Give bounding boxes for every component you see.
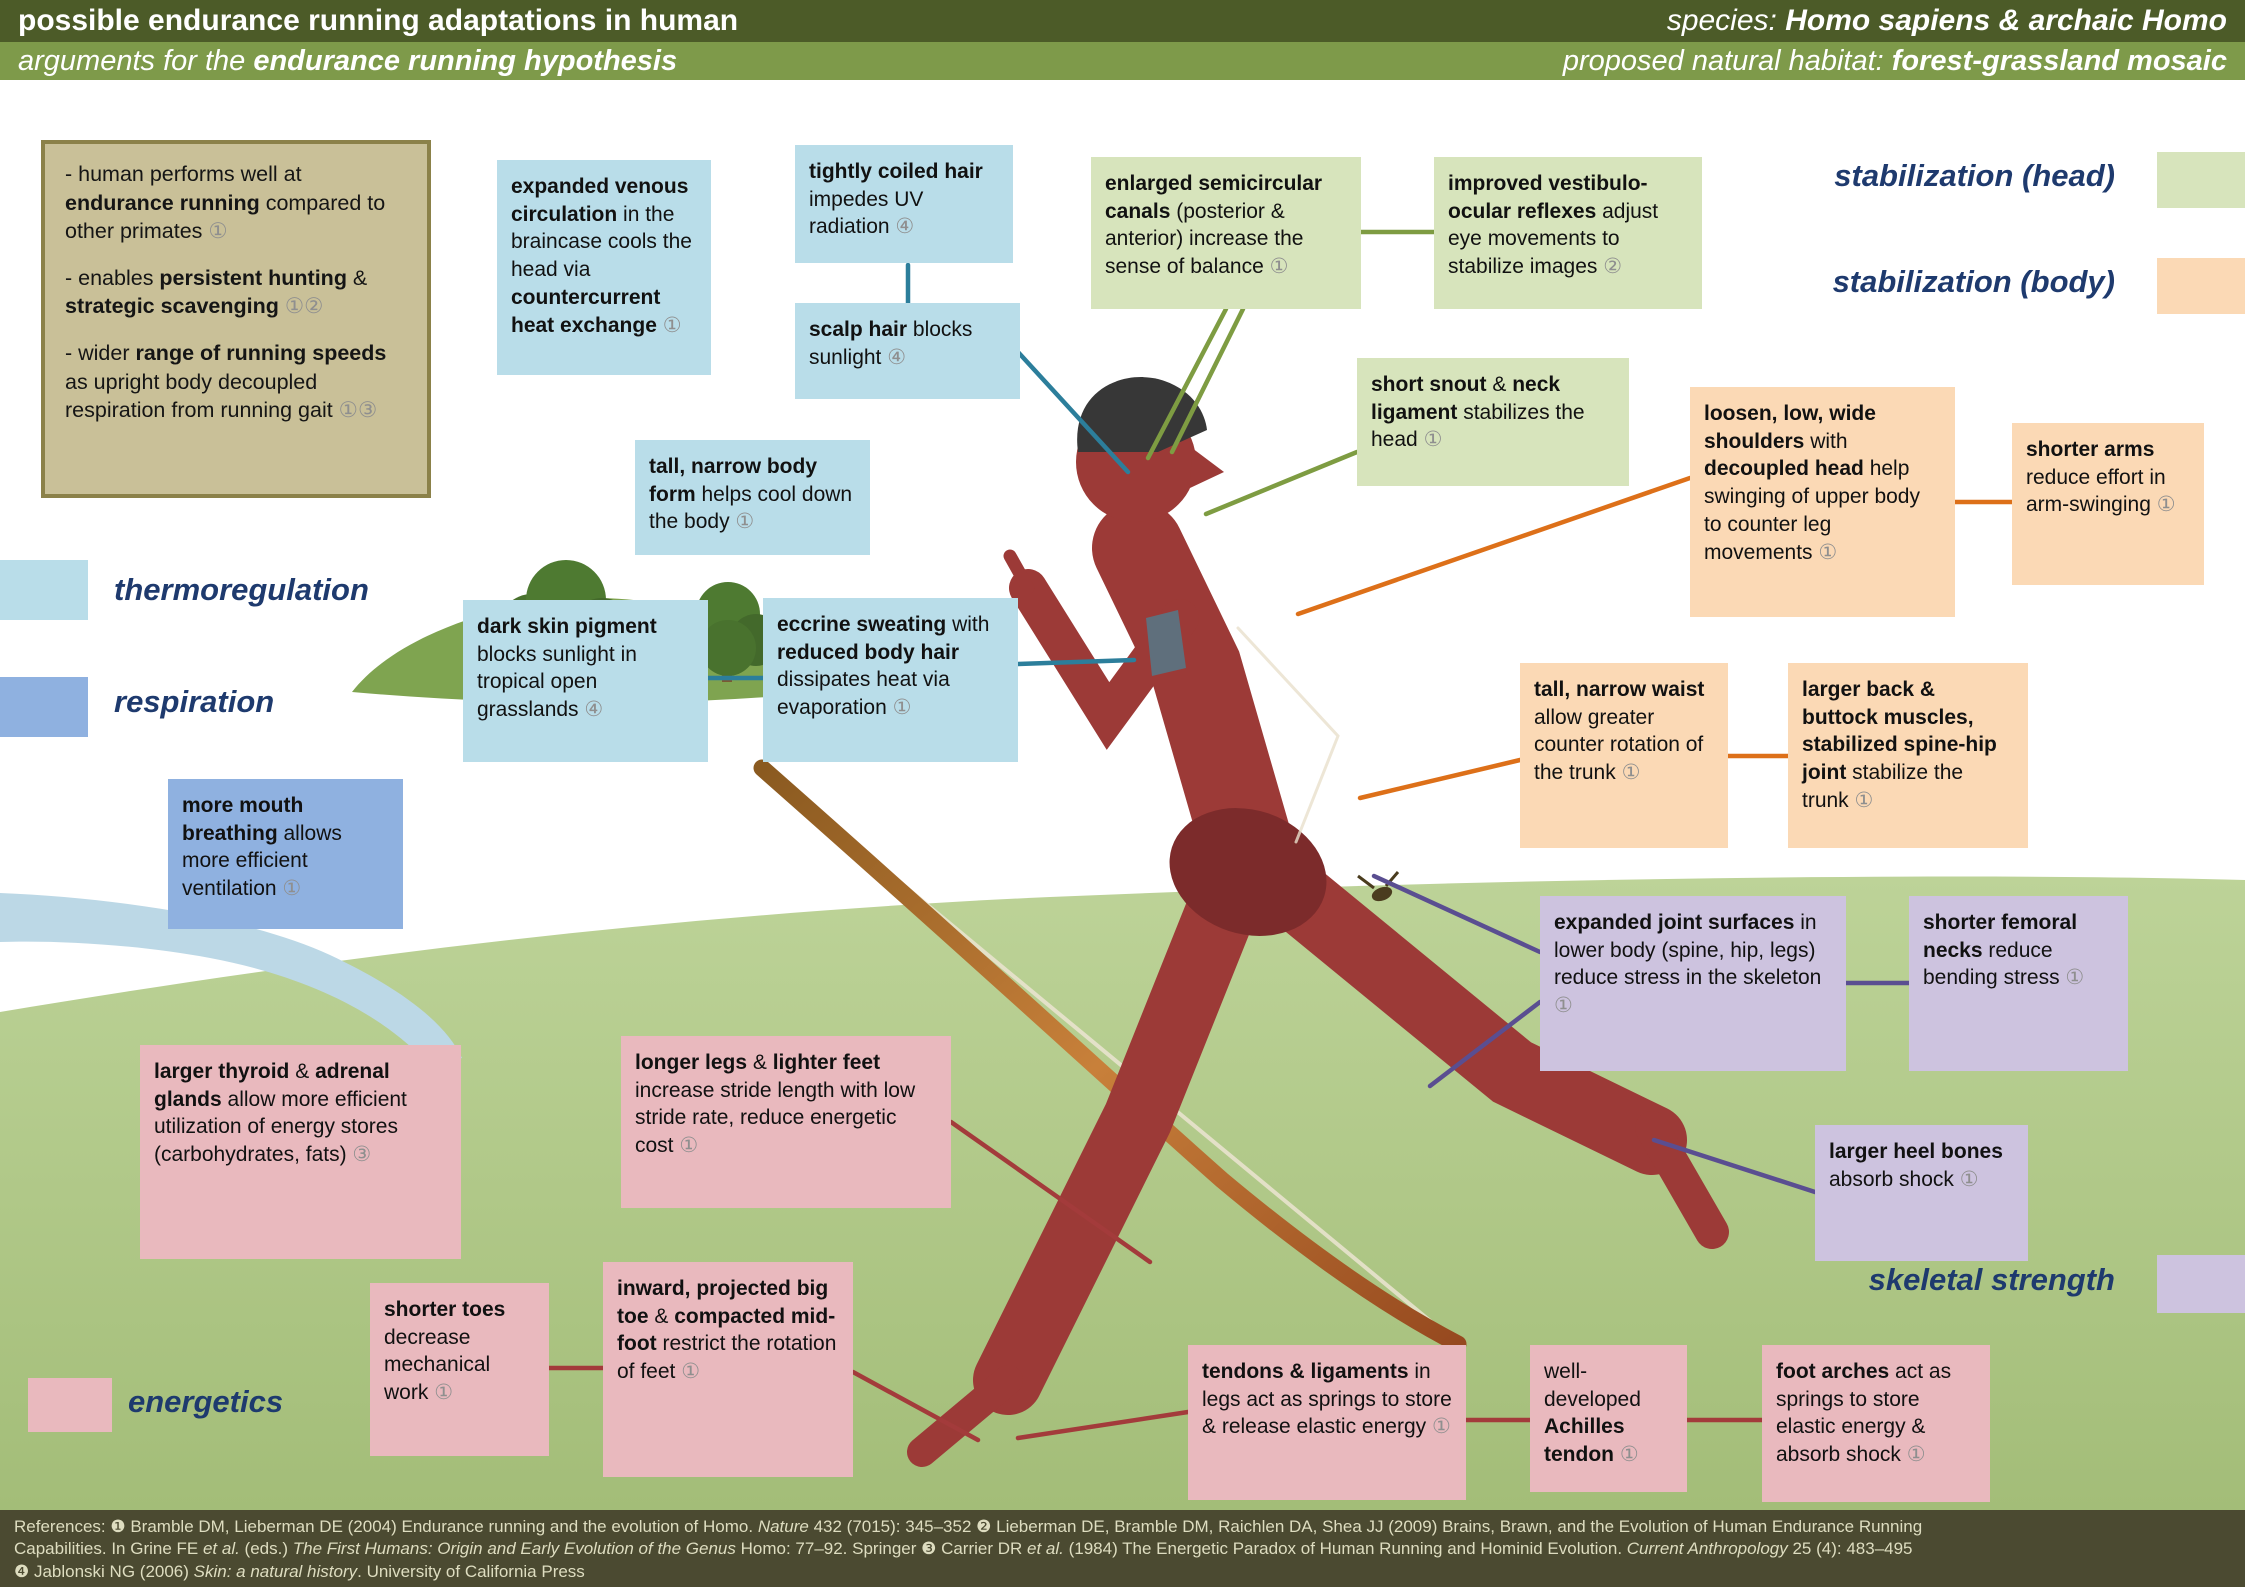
note-thyroid-adrenal-glands: larger thyroid & adrenal glands allow mo…: [140, 1045, 461, 1259]
note-tall-narrow-waist: tall, narrow waist allow greater counter…: [1520, 663, 1728, 848]
energetics-connectors: [546, 1119, 1765, 1443]
note-big-toe-midfoot: inward, projected big toe & compacted mi…: [603, 1262, 853, 1477]
note-larger-heel-bones: larger heel bones absorb shock ①: [1815, 1125, 2028, 1261]
page-title: possible endurance running adaptations i…: [18, 4, 739, 37]
stabilization-body-connectors: [1295, 475, 2015, 801]
thermoregulation-label: thermoregulation: [114, 572, 369, 607]
energetics-color-chip: [28, 1378, 112, 1432]
intro-item: - wider range of running speeds as uprig…: [65, 340, 387, 423]
note-tall-narrow-body-form: tall, narrow body form helps cool down t…: [635, 440, 870, 555]
skeletal-strength-label: skeletal strength: [1868, 1262, 2115, 1297]
stabilization-body-color-chip: [2157, 258, 2245, 314]
note-expanded-joint-surfaces: expanded joint surfaces in lower body (s…: [1540, 896, 1846, 1071]
note-dark-skin-pigment: dark skin pigment blocks sunlight in tro…: [463, 600, 708, 762]
connector-lines: [546, 229, 2015, 1443]
note-foot-arches: foot arches act as springs to store elas…: [1762, 1345, 1990, 1502]
note-short-snout-neck-ligament: short snout & neck ligament stabilizes t…: [1357, 358, 1629, 486]
respiration-color-chip: [0, 677, 88, 737]
runner-figure: [907, 377, 1729, 1467]
note-achilles-tendon: well-developed Achilles tendon ①: [1530, 1345, 1687, 1492]
intro-item: - enables persistent hunting & strategic…: [65, 265, 368, 319]
note-tendons-ligaments: tendons & ligaments in legs act as sprin…: [1188, 1345, 1466, 1500]
note-tightly-coiled-hair: tightly coiled hair impedes UV radiation…: [795, 145, 1013, 263]
skeletal-strength-color-chip: [2157, 1255, 2245, 1313]
thermoregulation-connectors: [705, 262, 1137, 681]
habitat-label: proposed natural habitat: forest-grassla…: [1562, 44, 2227, 77]
stabilization-head-color-chip: [2157, 152, 2245, 208]
references-footer: References: ❶ Bramble DM, Lieberman DE (…: [0, 1510, 2245, 1587]
header-subtitle-bar: arguments for the endurance running hypo…: [0, 42, 2245, 80]
bow: [753, 759, 1467, 1353]
note-wide-shoulders: loosen, low, wide shoulders with decoupl…: [1690, 387, 1955, 617]
note-scalp-hair: scalp hair blocks sunlight ④: [795, 303, 1020, 399]
page-subtitle: arguments for the endurance running hypo…: [18, 44, 678, 77]
header-top-bar: possible endurance running adaptations i…: [0, 0, 2245, 42]
reference-line: ❹ Jablonski NG (2006) Skin: a natural hi…: [14, 1561, 585, 1581]
stabilization-body-label: stabilization (body): [1832, 264, 2115, 299]
stabilization-head-label: stabilization (head): [1834, 158, 2115, 193]
note-back-buttock-muscles: larger back & buttock muscles, stabilize…: [1788, 663, 2028, 848]
energetics-label: energetics: [128, 1384, 284, 1419]
note-vestibulo-ocular-reflexes: improved vestibulo-ocular reflexes adjus…: [1434, 157, 1702, 309]
note-eccrine-sweating: eccrine sweating with reduced body hair …: [763, 598, 1018, 762]
river: [0, 893, 462, 1066]
respiration-label: respiration: [114, 684, 275, 719]
note-longer-legs-lighter-feet: longer legs & lighter feet increase stri…: [621, 1036, 951, 1208]
note-semicircular-canals: enlarged semicircular canals (posterior …: [1091, 157, 1361, 309]
note-expanded-venous-circulation: expanded venous circulation in the brain…: [497, 160, 711, 375]
note-shorter-arms: shorter arms reduce effort in arm-swingi…: [2012, 423, 2204, 585]
reference-line: References: ❶ Bramble DM, Lieberman DE (…: [14, 1517, 1923, 1536]
note-shorter-femoral-necks: shorter femoral necks reduce bending str…: [1909, 896, 2128, 1071]
intro-item: - human performs well at endurance runni…: [65, 162, 386, 244]
species-label: species: Homo sapiens & archaic Homo: [1666, 4, 2227, 37]
stabilization-head-connectors: [1145, 229, 1437, 517]
note-shorter-toes: shorter toes decrease mechanical work ①: [370, 1283, 549, 1456]
skeletal-strength-connectors: [1371, 873, 1912, 1195]
note-mouth-breathing: more mouth breathing allows more efficie…: [168, 779, 403, 929]
intro-arguments-box: - human performs well at endurance runni…: [41, 140, 431, 498]
reference-line: Capabilities. In Grine FE et al. (eds.) …: [14, 1539, 1913, 1559]
thermoregulation-color-chip: [0, 560, 88, 620]
